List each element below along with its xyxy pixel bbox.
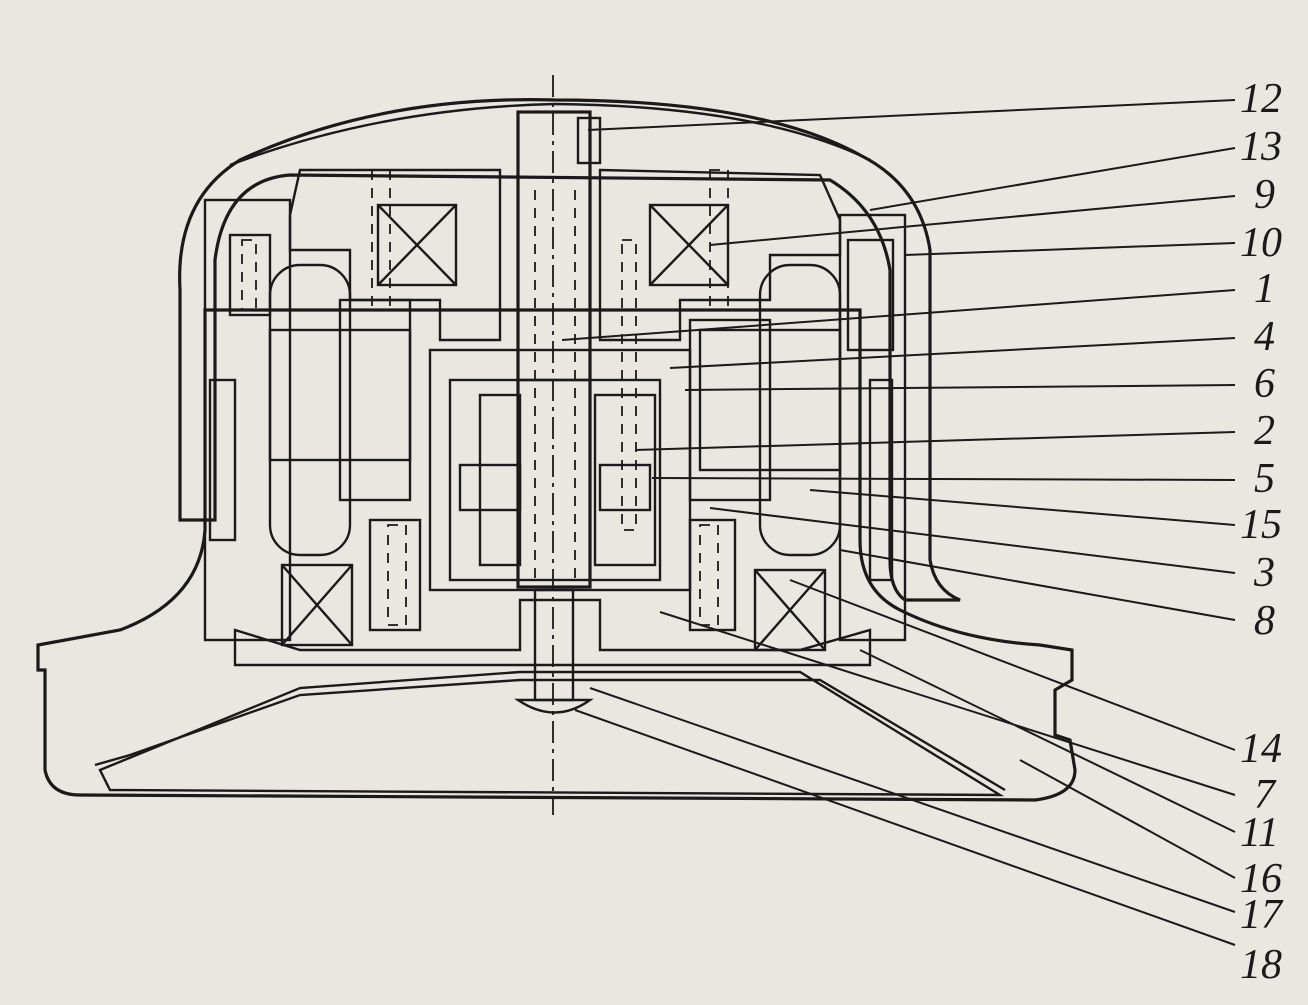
callout-7: 7 bbox=[1254, 772, 1277, 818]
callout-12: 12 bbox=[1240, 76, 1282, 122]
sun-gear-assembly bbox=[428, 348, 692, 592]
callout-6: 6 bbox=[1254, 361, 1275, 407]
callout-14: 14 bbox=[1240, 726, 1282, 772]
callout-16: 16 bbox=[1240, 856, 1282, 902]
callout-2: 2 bbox=[1254, 408, 1275, 454]
callout-10: 10 bbox=[1240, 220, 1282, 266]
lower-carrier bbox=[233, 518, 872, 667]
bearing-upper-left bbox=[376, 203, 458, 287]
central-shaft bbox=[514, 110, 602, 714]
bearing-lower-left bbox=[280, 563, 354, 647]
hidden-bolts bbox=[241, 169, 729, 626]
bearing-lower-right bbox=[753, 568, 827, 652]
dome-cover bbox=[178, 98, 961, 602]
callout-11: 11 bbox=[1240, 810, 1279, 856]
callout-17: 17 bbox=[1240, 892, 1284, 938]
callout-1: 1 bbox=[1254, 266, 1275, 312]
base-housing bbox=[36, 308, 1077, 802]
callout-8: 8 bbox=[1254, 598, 1275, 644]
callout-3: 3 bbox=[1253, 550, 1275, 596]
upper-carrier bbox=[288, 168, 842, 342]
callout-labels: 12 13 9 10 1 4 6 2 5 15 3 8 14 7 11 16 1… bbox=[1240, 76, 1284, 988]
planet-gear-left bbox=[268, 263, 412, 557]
inner-carrier-left bbox=[203, 198, 292, 642]
callout-15: 15 bbox=[1240, 502, 1282, 548]
callout-18: 18 bbox=[1240, 942, 1282, 988]
callout-4: 4 bbox=[1254, 314, 1275, 360]
callout-5: 5 bbox=[1254, 456, 1275, 502]
callout-13: 13 bbox=[1240, 124, 1282, 170]
inner-carrier-right bbox=[838, 213, 907, 642]
leader-lines bbox=[561, 99, 1236, 946]
callout-9: 9 bbox=[1254, 172, 1275, 218]
